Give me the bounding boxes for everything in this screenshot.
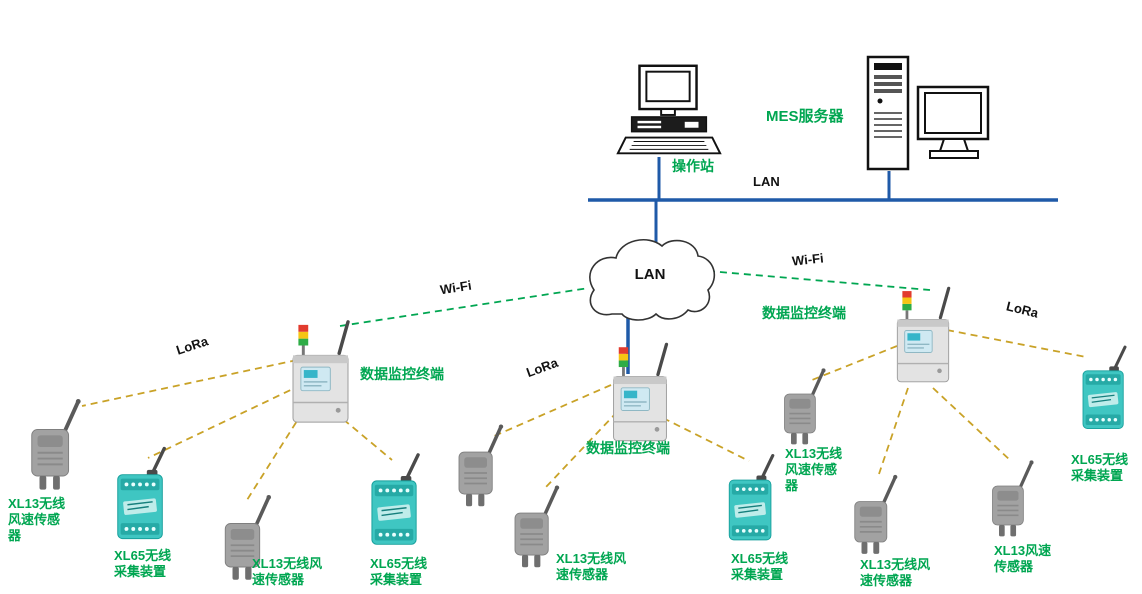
xl65-collector-icon — [110, 444, 172, 548]
lan-bus-lines — [588, 157, 1058, 374]
cloud-lan-label: LAN — [634, 266, 666, 283]
lan-bus-label: LAN — [753, 174, 780, 189]
wifi-link-right — [707, 270, 931, 291]
wind-speed-sensor-icon — [986, 456, 1038, 542]
wind-speed-sensor-icon — [778, 364, 830, 450]
xl65-collector-icon — [1076, 340, 1132, 440]
device-label: XL65无线 采集装置 — [370, 556, 428, 587]
lan-cloud-shape — [589, 238, 716, 321]
terminal-middle-label: 数据监控终端 — [586, 440, 670, 456]
xl65-collector-icon — [364, 452, 426, 552]
wifi-links — [339, 270, 931, 327]
device-label: XL13无线风 速传感器 — [860, 557, 931, 588]
terminal-left-label: 数据监控终端 — [360, 366, 444, 382]
device-label: XL65无线 采集装置 — [1071, 452, 1129, 483]
lora-links — [81, 329, 1087, 501]
xl65-collector-icon — [722, 452, 780, 548]
wifi-right-label: Wi-Fi — [791, 250, 825, 269]
data-monitor-terminal-right-icon — [890, 280, 956, 392]
terminal-right-label: 数据监控终端 — [762, 305, 846, 321]
mes-server-label: MES服务器 — [766, 108, 844, 125]
device-label: XL65无线 采集装置 — [114, 548, 172, 579]
operator-station-label: 操作站 — [672, 158, 714, 174]
device-label: XL65无线 采集装置 — [731, 551, 789, 582]
device-label: XL13无线风 速传感器 — [556, 551, 627, 582]
wind-speed-sensor-icon — [848, 470, 902, 560]
wind-speed-sensor-icon — [24, 396, 86, 494]
operator-workstation-icon — [610, 62, 728, 162]
device-label: XL13无线风 速传感器 — [252, 556, 323, 587]
data-monitor-terminal-left-icon — [283, 318, 358, 428]
device-label: XL13无线 风速传感 器 — [785, 446, 843, 493]
device-label: XL13无线 风速传感 器 — [8, 496, 66, 543]
data-monitor-terminal-middle-icon — [606, 336, 674, 451]
mes-server-icon — [856, 53, 996, 178]
wifi-link-left — [339, 287, 590, 327]
wind-speed-sensor-icon — [452, 420, 508, 512]
device-label: XL13风速 传感器 — [994, 543, 1052, 574]
